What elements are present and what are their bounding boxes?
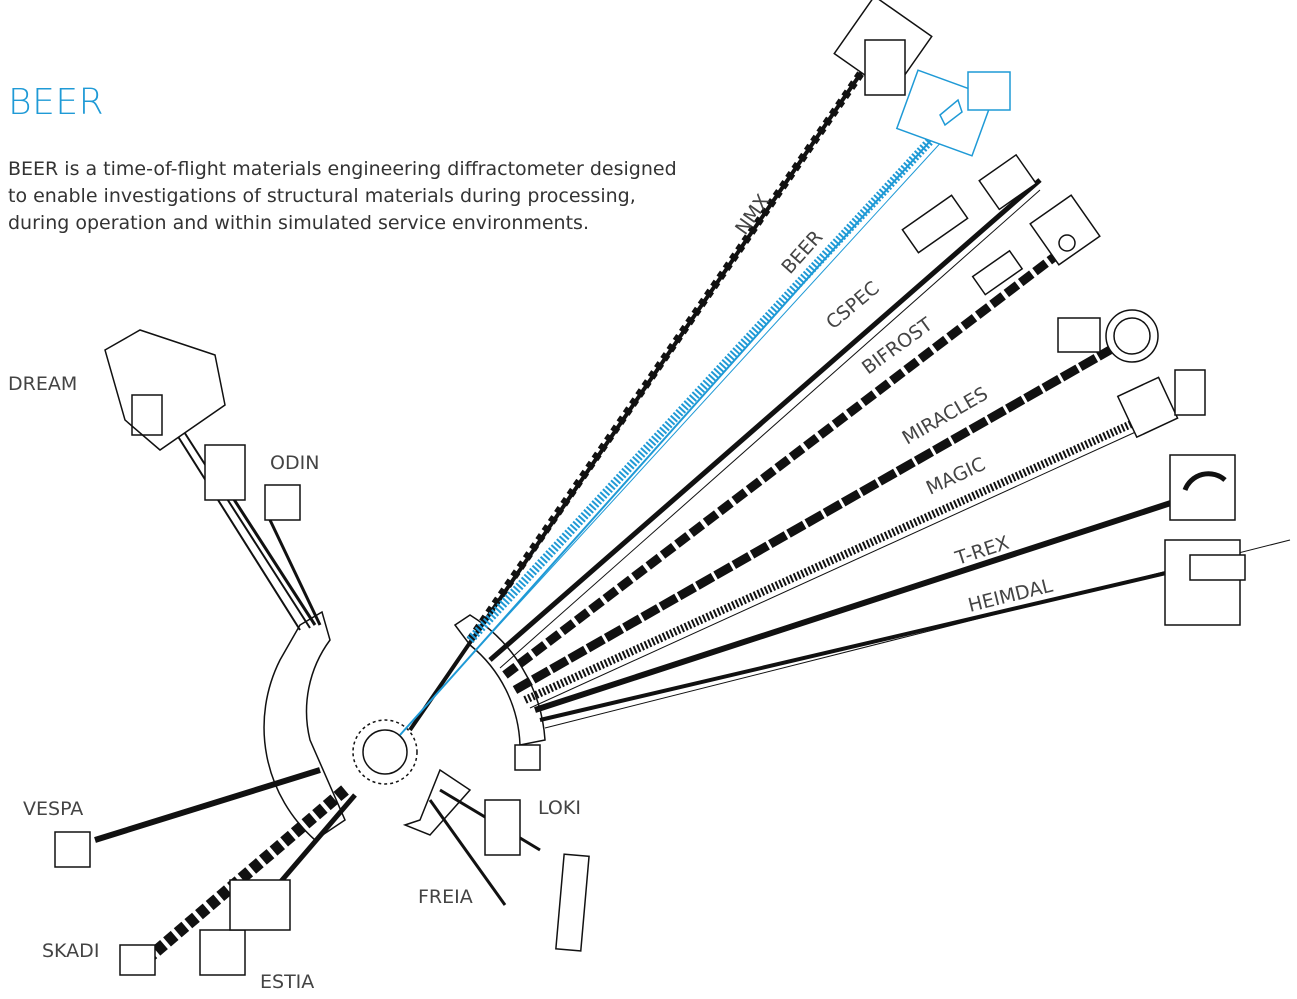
beamline-odin[interactable] [204,444,322,626]
beamline-magic[interactable] [523,369,1206,709]
beamline-nmx[interactable] [408,0,933,732]
label-loki[interactable]: LOKI [538,797,581,819]
beamline-beer[interactable] [399,69,1011,736]
page-title: BEER [8,82,105,123]
beamline-cspec[interactable] [488,153,1042,669]
label-skadi[interactable]: SKADI [42,940,99,962]
beamline-vespa[interactable] [54,767,321,868]
label-odin[interactable]: ODIN [270,452,319,474]
label-beer[interactable]: BEER [777,226,827,278]
beamline-estia[interactable] [199,793,357,976]
label-freia[interactable]: FREIA [418,886,473,908]
instrument-description: BEER is a time-of-flight materials engin… [8,158,677,234]
label-estia[interactable]: ESTIA [260,971,314,993]
beamline-heimdal[interactable] [539,539,1291,729]
label-dream[interactable]: DREAM [8,373,77,395]
beamline-dream[interactable] [104,329,311,631]
beamline-trex[interactable] [534,454,1236,713]
beamline-skadi[interactable] [119,785,349,976]
label-bifrost[interactable]: BIFROST [858,313,937,379]
beamline-freia[interactable] [428,799,590,952]
label-vespa[interactable]: VESPA [23,798,83,820]
beamline-bifrost[interactable] [502,194,1101,679]
beamline-miracles[interactable] [512,309,1159,694]
label-magic[interactable]: MAGIC [923,453,989,499]
beamline-loki[interactable] [439,744,541,856]
